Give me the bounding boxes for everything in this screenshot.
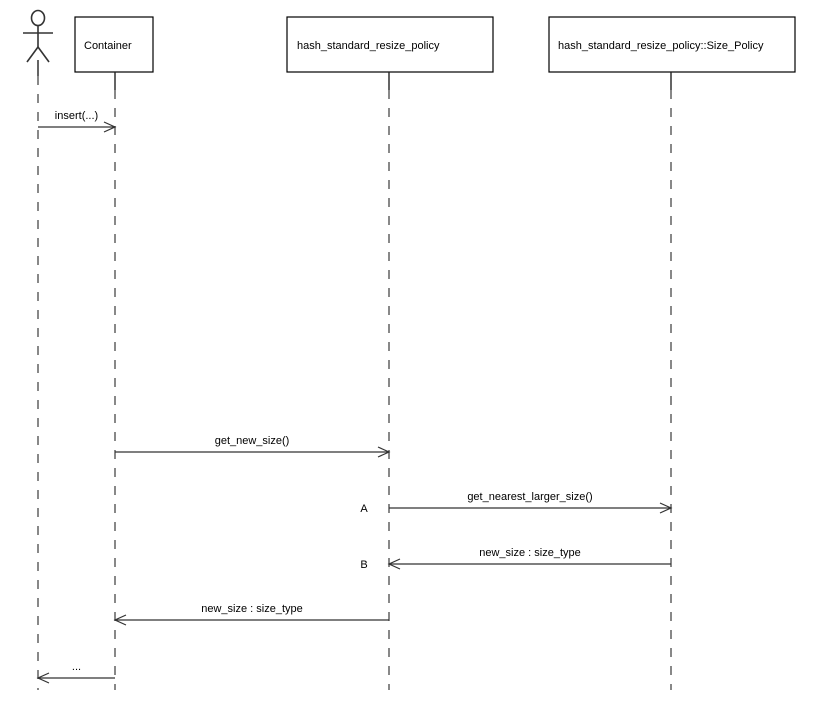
message-label: ... <box>72 661 81 673</box>
message-label: insert(...) <box>55 110 98 122</box>
message-label: new_size : size_type <box>201 603 303 615</box>
participant-box-size-policy[interactable] <box>548 16 796 73</box>
message-arrowhead-icon <box>113 614 127 626</box>
participant-label-container: Container <box>84 40 132 52</box>
message-arrowhead-icon <box>377 446 391 458</box>
message-label: get_nearest_larger_size() <box>467 491 592 503</box>
message-6[interactable]: ... <box>36 661 115 684</box>
message-arrowhead-icon <box>103 121 117 133</box>
participant-hash-standard-resize-policy[interactable]: hash_standard_resize_policy <box>286 16 494 690</box>
message-5[interactable]: new_size : size_type <box>113 603 389 626</box>
message-1[interactable]: insert(...) <box>38 110 117 133</box>
participant-box-hash-standard-resize-policy[interactable] <box>286 16 494 73</box>
message-sequence-label: A <box>360 503 368 515</box>
message-arrowhead-icon <box>387 558 401 570</box>
actor-leg-right-icon <box>37 46 50 63</box>
participant-size-policy[interactable]: hash_standard_resize_policy::Size_Policy <box>548 16 796 690</box>
participant-label-hash-standard-resize-policy: hash_standard_resize_policy <box>297 40 440 52</box>
participant-container[interactable]: Container <box>74 16 154 690</box>
messages-layer: insert(...) get_new_size() get_nearest_lar… <box>36 110 673 684</box>
actor-stick-figure <box>23 9 53 690</box>
message-2[interactable]: get_new_size() <box>115 435 391 458</box>
message-label: new_size : size_type <box>479 547 581 559</box>
message-arrowhead-icon <box>659 502 673 514</box>
message-arrowhead-icon <box>36 672 50 684</box>
message-label: get_new_size() <box>215 435 290 447</box>
participant-box-container[interactable] <box>74 16 154 73</box>
message-sequence-label: B <box>360 559 367 571</box>
participant-label-size-policy: hash_standard_resize_policy::Size_Policy <box>558 40 764 52</box>
actor-head-icon <box>30 9 46 27</box>
message-3[interactable]: get_nearest_larger_size() A <box>360 491 673 515</box>
actor-leg-left-icon <box>26 46 39 63</box>
